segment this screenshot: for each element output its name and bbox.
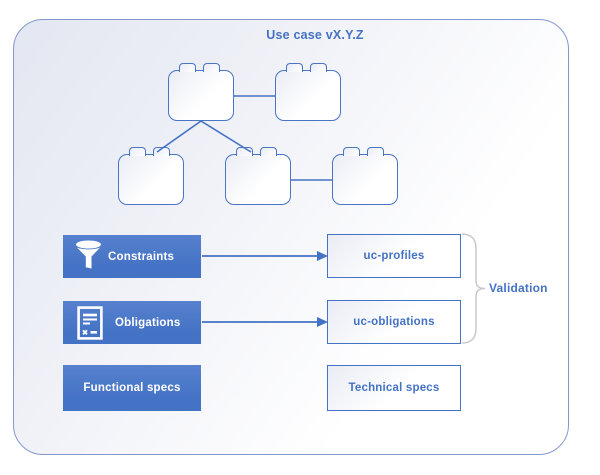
uc-brick-bottom-middle [225,147,291,205]
document-icon [77,305,103,340]
brick-stud [367,147,384,156]
brick-stud [310,63,327,72]
functional-specs-label: Functional specs [83,382,181,394]
uc-profiles-label: uc-profiles [363,250,425,262]
brick-stud [153,147,170,156]
brick-stud [203,63,220,72]
uc-obligations-box: uc-obligations [327,300,461,344]
uc-obligations-label: uc-obligations [353,316,435,328]
funnel-icon [74,240,102,273]
brick-stud [179,63,196,72]
uc-profiles-box: uc-profiles [327,234,461,278]
uc-brick-bottom-right [332,147,398,205]
uc-brick-top-right [275,63,341,121]
brick-stud [286,63,303,72]
constraints-label: Constraints [108,250,175,263]
uc-brick-top-left [168,63,234,121]
functional-specs-box: Functional specs [63,365,201,411]
brick-stud [129,147,146,156]
obligations-label: Obligations [115,316,181,329]
brick-stud [343,147,360,156]
brick-stud [260,147,277,156]
technical-specs-label: Technical specs [348,382,440,394]
brick-stud [236,147,253,156]
diagram-title: Use case vX.Y.Z [266,28,364,42]
uc-brick-bottom-left [118,147,184,205]
technical-specs-box: Technical specs [327,365,461,411]
validation-label: Validation [489,281,548,295]
constraints-box: Constraints [63,235,201,278]
obligations-box: Obligations [63,301,201,344]
